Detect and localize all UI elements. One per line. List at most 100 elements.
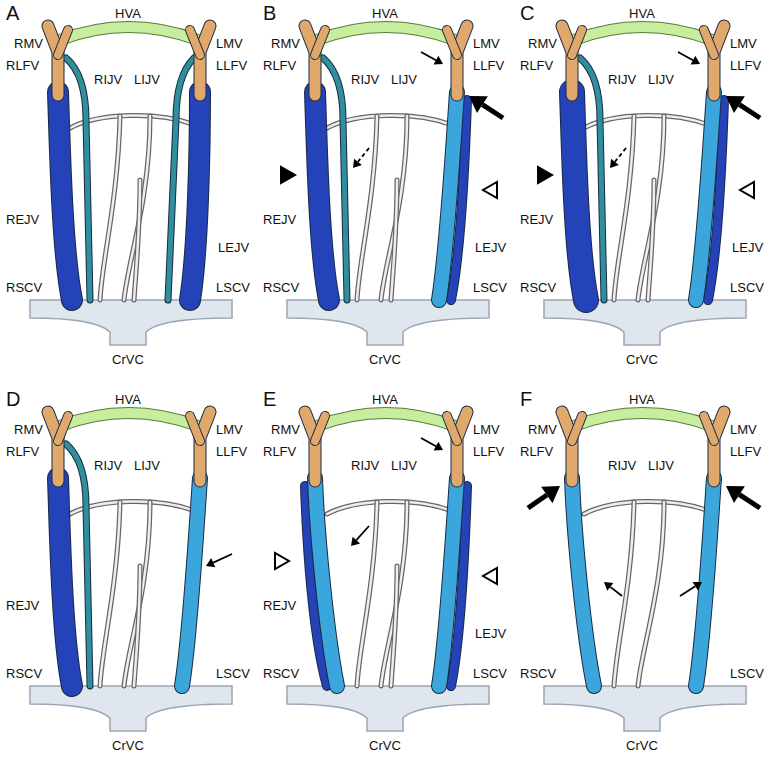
grey-vein-lumen <box>648 180 654 300</box>
grey-vein <box>381 502 407 686</box>
vein <box>696 478 714 686</box>
vein-outline <box>190 416 200 441</box>
vein-outline <box>48 412 58 481</box>
vein-label: LMV <box>730 422 757 437</box>
vein-label: LMV <box>216 36 243 51</box>
vein-outline <box>714 412 724 481</box>
grey-vein-lumen <box>100 116 120 300</box>
hyoid-venous-arch <box>60 27 198 40</box>
vein <box>439 92 457 300</box>
cranial-vena-cava <box>287 686 489 731</box>
hyoid-venous-arch <box>574 413 712 426</box>
vein-outline <box>58 478 72 686</box>
vein-label: RMV <box>271 422 300 437</box>
arrow-head <box>691 56 700 65</box>
arrow-head <box>353 159 362 168</box>
vein-label: LSCV <box>730 666 764 681</box>
flow-arrow <box>610 587 622 596</box>
flow-arrow <box>421 438 436 446</box>
vein-outline <box>457 26 467 95</box>
vein-label: REJV <box>263 598 296 613</box>
vein-label: LEJV <box>475 240 506 255</box>
vein-outline <box>696 478 714 686</box>
vein <box>572 478 594 686</box>
grey-vein <box>648 180 654 300</box>
vein <box>58 416 68 441</box>
vein-label: CrVC <box>369 352 401 367</box>
vein-label: RSCV <box>520 280 556 295</box>
vein-label: RLFV <box>520 444 553 459</box>
arrow-head <box>693 582 702 591</box>
grey-vein-lumen <box>357 502 377 686</box>
flow-arrow <box>482 105 503 118</box>
vein-label: LLFV <box>216 58 247 73</box>
vein-label: RSCV <box>263 666 299 681</box>
vein <box>66 58 90 300</box>
vein <box>714 26 724 95</box>
flow-arrow <box>421 52 436 60</box>
vein-label: LIJV <box>391 458 417 473</box>
vein-label: REJV <box>263 212 296 227</box>
vein <box>58 92 72 300</box>
flow-arrow <box>615 148 626 162</box>
panel-drawing <box>528 412 760 731</box>
vein <box>439 478 457 686</box>
vein-outline <box>315 478 337 686</box>
vein-outline <box>457 412 467 481</box>
vein-label: RLFV <box>263 58 296 73</box>
vein-label: CrVC <box>369 738 401 753</box>
vein-label: RLFV <box>520 58 553 73</box>
panel-letter: E <box>263 388 276 410</box>
vein-outline <box>439 478 457 686</box>
vein-outline <box>572 30 582 55</box>
vein <box>562 26 572 95</box>
flow-arrow <box>213 554 232 563</box>
grey-vein-lumen <box>638 116 664 300</box>
triangle-marker <box>281 167 295 183</box>
vein-label: LIJV <box>134 72 160 87</box>
vein-label: RSCV <box>520 666 556 681</box>
vein-label: RMV <box>271 36 300 51</box>
vein-outline <box>704 416 714 441</box>
vein <box>66 444 90 686</box>
vein-label: REJV <box>6 598 39 613</box>
vein-label: RIJV <box>351 458 379 473</box>
vein-outline <box>572 478 594 686</box>
grey-vein-lumen <box>391 180 397 300</box>
vein-outline <box>58 30 68 55</box>
grey-vein-lumen <box>638 502 664 686</box>
grey-vein-lumen <box>134 180 140 300</box>
vein-outline <box>696 92 714 300</box>
hyoid-venous-arch <box>317 413 455 426</box>
vein-label: LEJV <box>475 626 506 641</box>
vein-label: LLFV <box>216 444 247 459</box>
triangle-marker <box>483 182 497 198</box>
grey-vein-lumen <box>327 501 449 514</box>
vein-label: RMV <box>528 36 557 51</box>
arrow-head <box>434 442 443 451</box>
vein <box>704 30 714 55</box>
vein-label: REJV <box>520 212 553 227</box>
vein-outline <box>439 92 457 300</box>
vein-outline <box>190 92 200 300</box>
vein <box>58 30 68 55</box>
vein-label: LIJV <box>134 458 160 473</box>
grey-vein-lumen <box>391 566 397 686</box>
vein-outline <box>562 26 572 95</box>
vein-label: LMV <box>473 422 500 437</box>
vein-outline <box>200 412 210 481</box>
vein <box>190 30 200 55</box>
flow-arrow <box>680 586 695 596</box>
vein-outline <box>66 444 90 686</box>
vein <box>305 412 315 481</box>
vein-outline <box>305 412 315 481</box>
cranial-vena-cava <box>544 300 746 345</box>
grey-vein-lumen <box>381 502 407 686</box>
grey-vein-lumen <box>124 116 150 300</box>
vein-label: LSCV <box>216 280 250 295</box>
triangle-marker <box>740 182 754 198</box>
vein-label: HVA <box>115 392 141 407</box>
grey-vein <box>327 501 449 514</box>
vein-label: RMV <box>14 36 43 51</box>
